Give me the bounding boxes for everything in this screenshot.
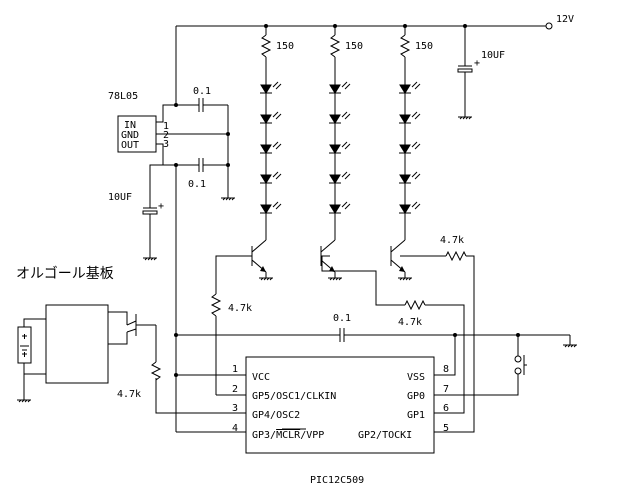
pin-number-4: 4: [232, 423, 238, 434]
led-icon: [260, 171, 282, 184]
r-gp5-label: 4.7k: [228, 303, 252, 314]
led-icon: [399, 141, 421, 154]
led-icon: [399, 111, 421, 124]
pin-vss-label: VSS: [407, 372, 425, 383]
pin-number-7: 7: [443, 384, 449, 395]
led-icon: [329, 81, 351, 94]
ground-icon: [221, 197, 235, 201]
pin-gp2-label: GP2/TOCKI: [358, 430, 412, 441]
r-gp4-label: 4.7k: [117, 389, 141, 400]
output-capacitor: 0.1: [176, 158, 235, 201]
led-icon: [329, 201, 351, 214]
pin-number-3: 3: [232, 403, 238, 414]
pic12c509-chip: VCC GP5/OSC1/CLKIN GP4/OSC2 GP3/MCLR/VPP…: [155, 255, 519, 486]
led-string-3: 150: [390, 26, 433, 281]
ground-icon: [143, 257, 157, 261]
svg-text:+: +: [474, 58, 480, 69]
pin-gp5-label: GP5/OSC1/CLKIN: [252, 391, 336, 402]
led-icon: [329, 171, 351, 184]
output-electrolytic-capacitor: + 10UF: [108, 164, 176, 261]
r-gp1-label: 4.7k: [398, 317, 422, 328]
pin-gp4-label: GP4/OSC2: [252, 410, 300, 421]
led-resistor-label: 150: [415, 41, 433, 52]
r-gp2-label: 4.7k: [440, 235, 464, 246]
supply-cap-label: 10UF: [481, 50, 505, 61]
led-string-2: 150: [320, 26, 363, 281]
pin-number-5: 5: [443, 423, 449, 434]
supply-label: 12V: [556, 14, 574, 25]
led-icon: [399, 201, 421, 214]
transistor-icon: [390, 239, 406, 278]
regulator-name: 78L05: [108, 91, 138, 102]
pin-number-2: 2: [232, 384, 238, 395]
pin-gp1-label: GP1: [407, 410, 425, 421]
resistor-gp2: 4.7k: [400, 235, 467, 262]
transistor-icon: [251, 239, 267, 278]
led-resistor-label: 150: [276, 41, 294, 52]
supply-rail: 12V: [175, 14, 574, 105]
reg-pin-out: OUT: [121, 140, 139, 151]
input-capacitor: 0.1: [176, 86, 229, 198]
led-icon: [399, 171, 421, 184]
led-icon: [260, 111, 282, 124]
reg-num-3: 3: [163, 139, 169, 150]
music-box-board: オルゴール基板: [16, 265, 157, 403]
reg-num-2: 2: [163, 130, 169, 141]
music-board-label: オルゴール基板: [16, 265, 114, 282]
led-icon: [260, 141, 282, 154]
ground-icon: [458, 116, 472, 120]
resistor-gp5: 4.7k: [210, 255, 252, 395]
reg-num-1: 1: [163, 121, 169, 132]
led-string-1: 150: [251, 26, 294, 281]
push-button-switch: [514, 335, 527, 375]
resistor-gp1: 4.7k: [321, 255, 426, 328]
led-icon: [329, 141, 351, 154]
ground-icon: [328, 277, 342, 281]
bypass-cap-label: 0.1: [333, 313, 351, 324]
output-elec-cap-label: 10UF: [108, 192, 132, 203]
pin-vcc-label: VCC: [252, 372, 270, 383]
input-cap-label: 0.1: [193, 86, 211, 97]
output-cap-label: 0.1: [188, 179, 206, 190]
reg-pin-in: IN: [124, 120, 136, 131]
resistor-gp4: 4.7k: [117, 361, 162, 400]
chip-name: PIC12C509: [310, 475, 364, 486]
ground-icon: [563, 335, 577, 348]
ground-icon: [259, 277, 273, 281]
reg-pin-gnd: GND: [121, 130, 139, 141]
led-strings: 150 150 150: [251, 26, 433, 281]
led-icon: [260, 81, 282, 94]
svg-text:+: +: [158, 201, 164, 212]
led-icon: [260, 201, 282, 214]
pin-number-1: 1: [232, 364, 238, 375]
pin-gp0-label: GP0: [407, 391, 425, 402]
led-resistor-label: 150: [345, 41, 363, 52]
pin-number-8: 8: [443, 364, 449, 375]
supply-electrolytic-capacitor: + 10UF: [457, 26, 505, 120]
ground-icon: [398, 277, 412, 281]
led-icon: [399, 81, 421, 94]
pin-gp3-label: GP3/MCLR/VPP: [252, 430, 324, 441]
led-icon: [329, 111, 351, 124]
pin-number-6: 6: [443, 403, 449, 414]
regulator-78l05: 78L05 IN GND OUT 1 2 3: [108, 91, 230, 167]
bypass-capacitor: 0.1: [176, 313, 577, 348]
transistor-icon: [320, 239, 336, 278]
ground-icon: [17, 399, 31, 403]
